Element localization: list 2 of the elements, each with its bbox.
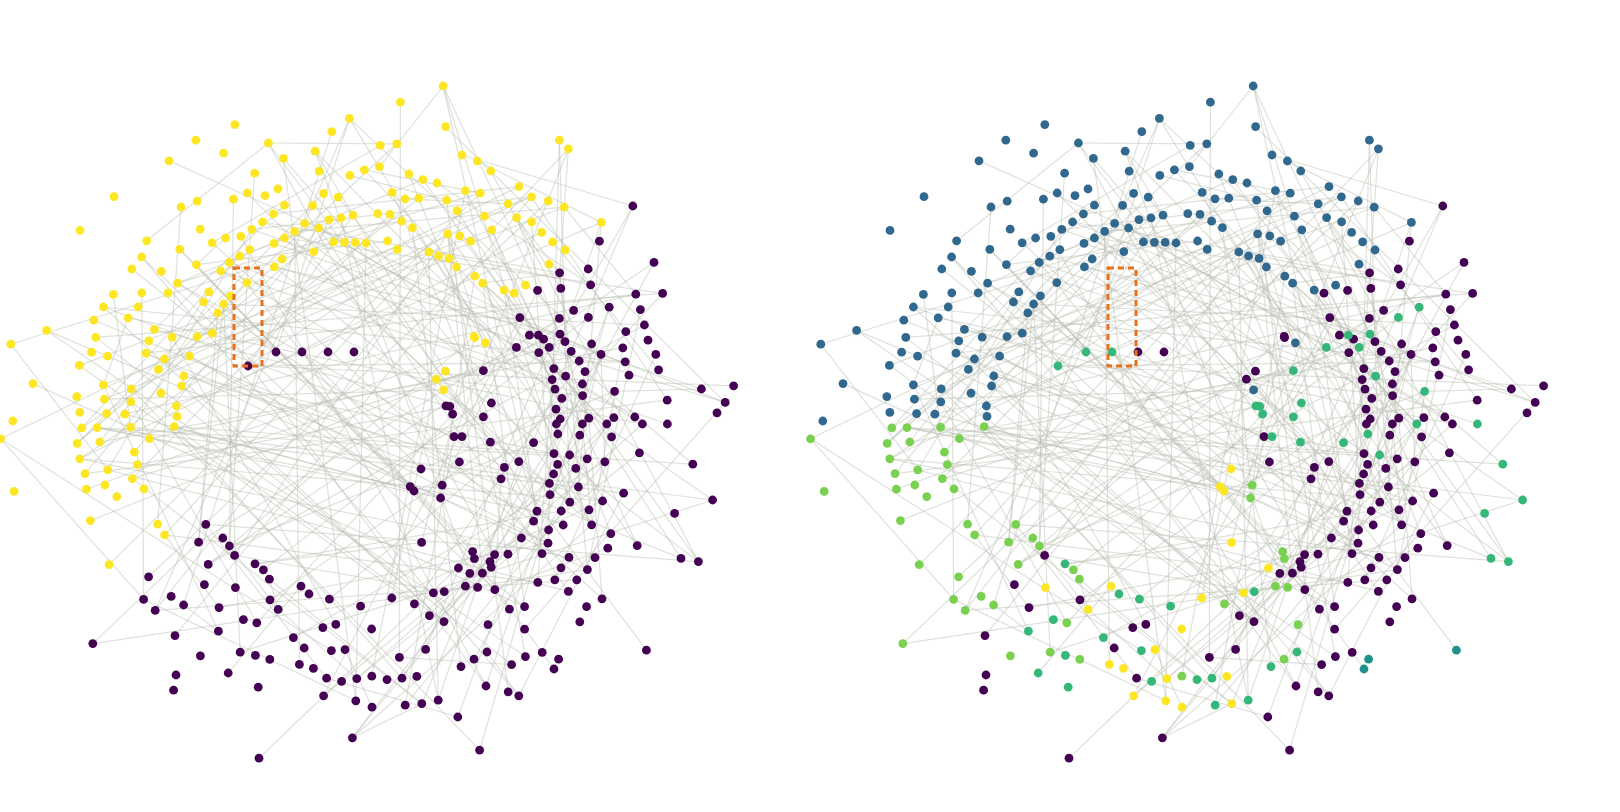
- highlight-box: [1106, 266, 1138, 368]
- highlight-box: [232, 266, 264, 368]
